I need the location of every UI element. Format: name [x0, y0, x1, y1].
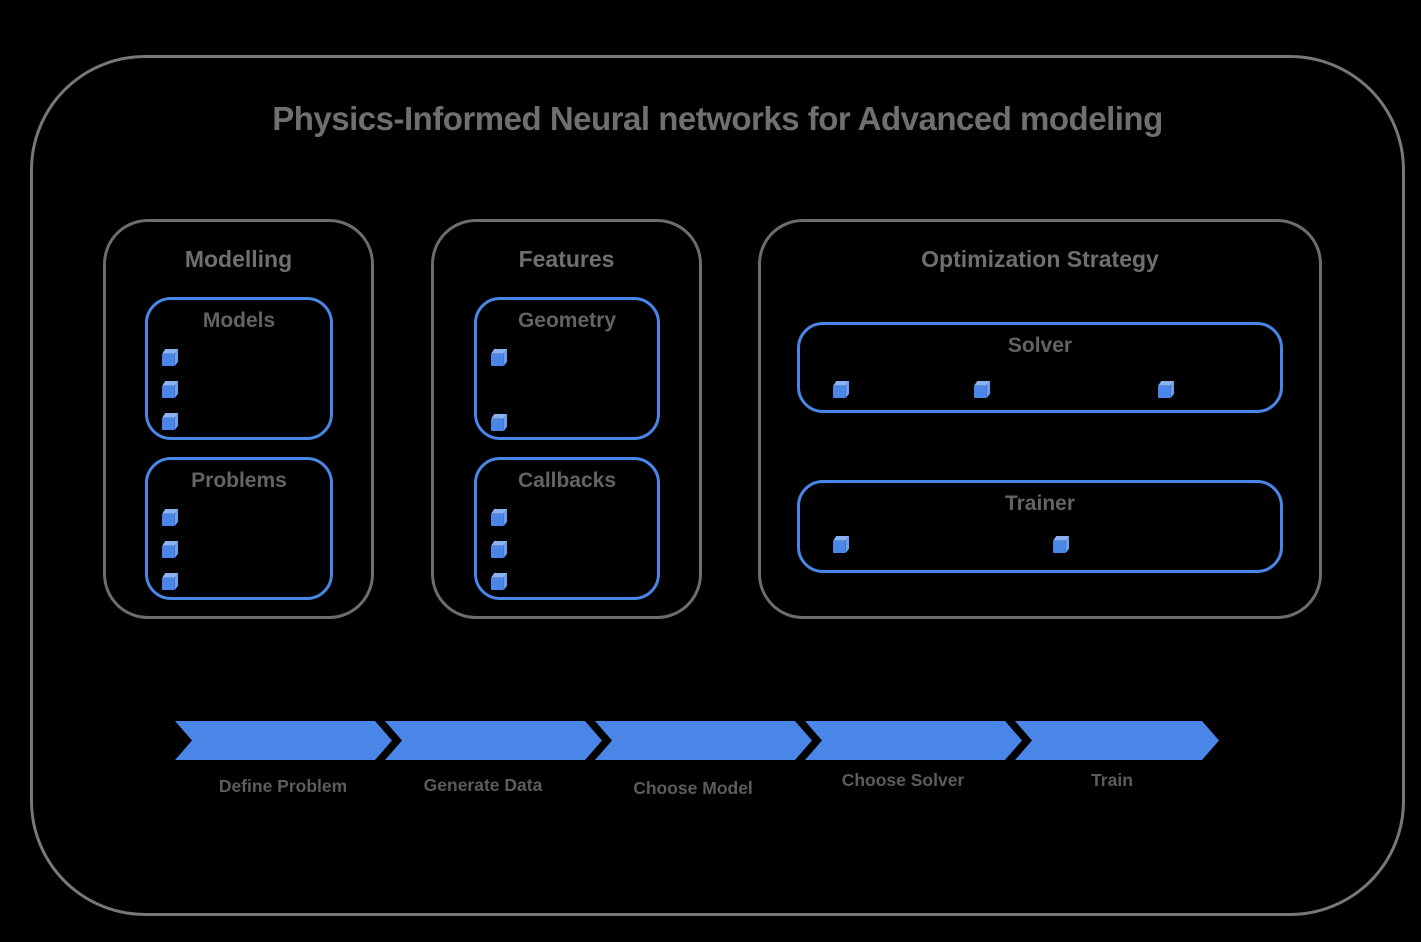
box-geometry-title: Geometry	[517, 309, 617, 332]
pipeline-segment-2	[385, 721, 602, 760]
box-trainer-title: Trainer	[1004, 492, 1076, 515]
step-label-define-problem: Define Problem	[218, 776, 348, 796]
cube-bullet-icon	[833, 535, 850, 554]
cube-bullet-icon	[491, 540, 508, 559]
step-label-choose-model: Choose Model	[633, 778, 753, 798]
box-solver: Solver	[797, 322, 1283, 413]
panel-optimization-strategy: Optimization Strategy Solver Trainer	[758, 219, 1322, 619]
cube-bullet-icon	[491, 508, 508, 527]
cube-bullet-icon	[162, 508, 179, 527]
cube-bullet-icon	[491, 413, 508, 432]
panel-modelling: Modelling Models Problems	[103, 219, 374, 619]
pipeline-segment-4	[805, 721, 1022, 760]
box-models-title: Models	[202, 309, 276, 332]
cube-bullet-icon	[1158, 380, 1175, 399]
panel-optimization-strategy-title: Optimization Strategy	[921, 246, 1159, 272]
box-geometry: Geometry	[474, 297, 660, 440]
pipeline-arrow	[175, 721, 1219, 760]
pipeline-segment-3	[595, 721, 812, 760]
cube-bullet-icon	[491, 348, 508, 367]
cube-bullet-icon	[974, 380, 991, 399]
box-trainer: Trainer	[797, 480, 1283, 573]
cube-bullet-icon	[162, 412, 179, 431]
step-label-train: Train	[1091, 770, 1133, 790]
box-callbacks: Callbacks	[474, 457, 660, 600]
pipeline-segment-1	[175, 721, 392, 760]
cube-bullet-icon	[491, 572, 508, 591]
cube-bullet-icon	[162, 380, 179, 399]
box-problems: Problems	[145, 457, 333, 600]
panel-features-title: Features	[518, 246, 615, 272]
panel-features: Features Geometry Callbacks	[431, 219, 702, 619]
box-callbacks-title: Callbacks	[517, 469, 617, 492]
diagram-title: Physics-Informed Neural networks for Adv…	[272, 100, 1163, 137]
box-problems-title: Problems	[191, 469, 287, 492]
box-models: Models	[145, 297, 333, 440]
cube-bullet-icon	[162, 540, 179, 559]
pipeline-segment-5	[1015, 721, 1219, 760]
cube-bullet-icon	[162, 348, 179, 367]
cube-bullet-icon	[1053, 535, 1070, 554]
box-solver-title: Solver	[1007, 334, 1073, 357]
main-container: Physics-Informed Neural networks for Adv…	[30, 55, 1405, 916]
step-label-choose-solver: Choose Solver	[841, 770, 965, 790]
cube-bullet-icon	[162, 572, 179, 591]
step-label-generate-data: Generate Data	[423, 775, 543, 795]
cube-bullet-icon	[833, 380, 850, 399]
panel-modelling-title: Modelling	[184, 246, 293, 272]
